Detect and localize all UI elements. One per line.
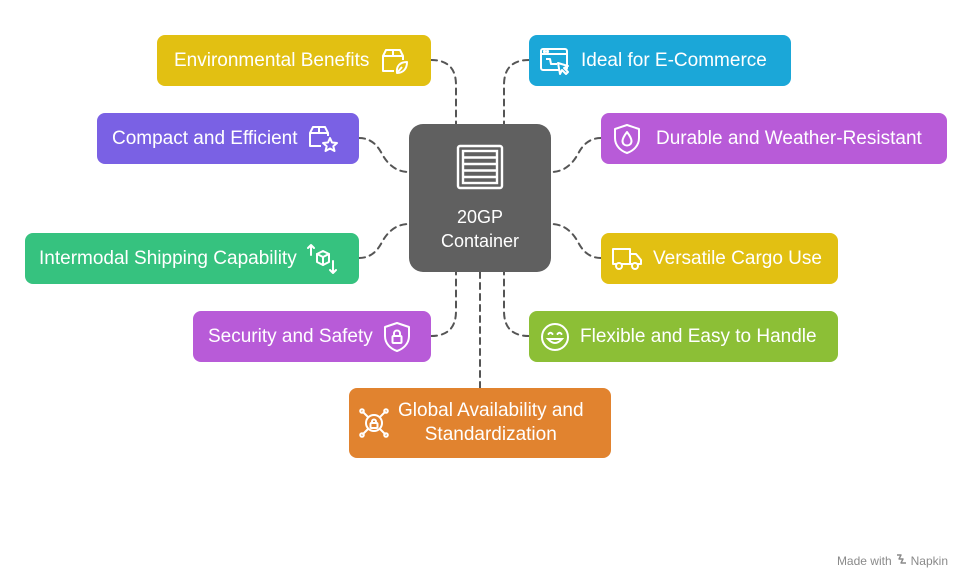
node-environmental-benefits: Environmental Benefits	[157, 35, 431, 86]
node-label: Flexible and Easy to Handle	[580, 325, 817, 347]
connector-versatile-cargo-use	[550, 223, 602, 259]
connector-intermodal-shipping-capability	[358, 223, 410, 259]
node-label: Environmental Benefits	[174, 49, 370, 71]
star-box-icon	[307, 124, 339, 154]
lock-network-icon	[358, 407, 390, 439]
node-label: Durable and Weather-Resistant	[656, 127, 922, 149]
napkin-logo-icon	[896, 553, 907, 568]
node-label: Versatile Cargo Use	[653, 247, 822, 269]
node-label-line1: Global Availability and	[398, 400, 584, 421]
connector-durable-and-weather-resistant	[550, 137, 602, 173]
node-label: Security and Safety	[208, 325, 373, 347]
smile-icon	[539, 321, 571, 353]
node-durable-and-weather-resistant: Durable and Weather-Resistant	[601, 113, 947, 164]
watermark: Made with Napkin	[837, 553, 948, 568]
node-label: Intermodal Shipping Capability	[39, 247, 297, 269]
connector-compact-and-efficient	[358, 137, 410, 173]
node-security-and-safety: Security and Safety	[193, 311, 431, 362]
node-label: Ideal for E-Commerce	[581, 49, 767, 71]
connector-environmental-benefits	[430, 59, 457, 125]
center-title-line2: Container	[440, 231, 520, 251]
node-label: Compact and Efficient	[112, 127, 298, 149]
center-title-line1: 20GP	[456, 207, 504, 227]
watermark-prefix: Made with	[836, 553, 892, 568]
web-cursor-icon	[539, 46, 571, 76]
node-intermodal-shipping-capability: Intermodal Shipping Capability	[25, 233, 359, 284]
center-node: 20GP Container	[409, 124, 551, 272]
node-label-line2: Standardization	[424, 424, 557, 445]
connector-ideal-for-e-commerce	[503, 59, 530, 125]
truck-icon	[611, 245, 643, 273]
node-ideal-for-e-commerce: Ideal for E-Commerce	[529, 35, 791, 86]
leaf-box-icon	[379, 46, 409, 76]
lock-shield-icon	[382, 321, 412, 353]
node-versatile-cargo-use: Versatile Cargo Use	[601, 233, 838, 284]
node-global-availability: Global Availability and Standardization	[349, 388, 611, 458]
node-flexible-and-easy-to-handle: Flexible and Easy to Handle	[529, 311, 838, 362]
connector-flexible-and-easy-to-handle	[503, 271, 530, 337]
watermark-brand: Napkin	[910, 553, 948, 568]
connector-security-and-safety	[430, 271, 457, 337]
node-compact-and-efficient: Compact and Efficient	[97, 113, 359, 164]
box-arrows-icon	[306, 243, 338, 275]
crate-icon	[455, 143, 505, 197]
drop-shield-icon	[612, 123, 642, 155]
node-label: Global Availability and Standardization	[398, 399, 584, 447]
